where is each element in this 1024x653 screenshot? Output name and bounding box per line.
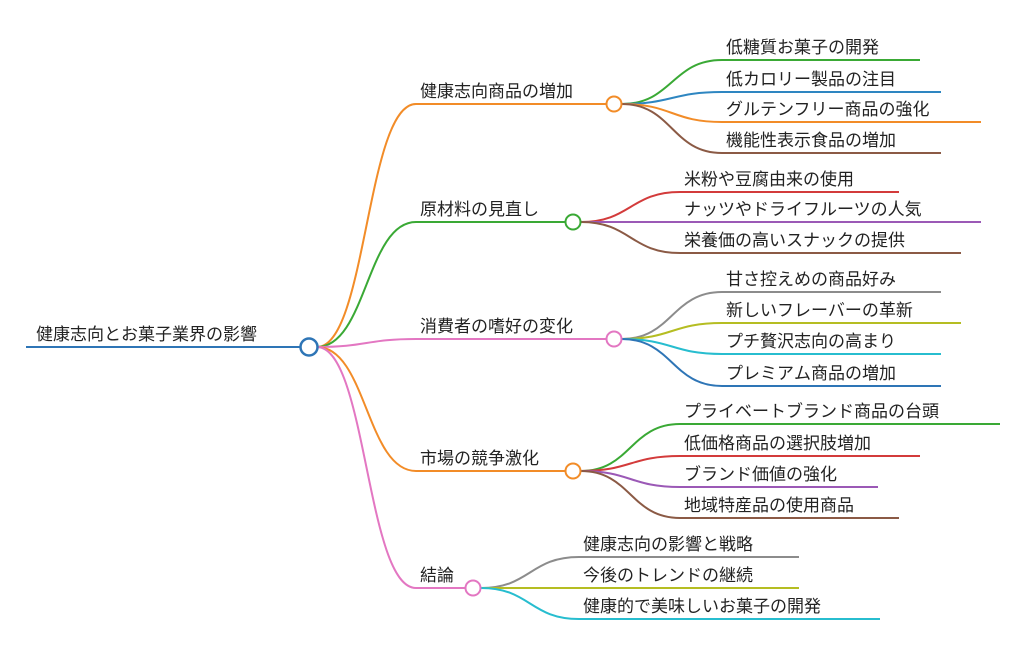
leaf-label: プライベートブランド商品の台頭	[684, 401, 939, 422]
branch-connector	[580, 455, 681, 472]
leaf-label: プレミアム商品の増加	[726, 364, 896, 384]
leaf-label: プチ贅沢志向の高まり	[726, 332, 896, 352]
leaf-label: ブランド価値の強化	[684, 464, 837, 485]
leaf-label: 栄養価の高いスナックの提供	[684, 231, 905, 251]
branch-label: 市場の競争激化	[420, 449, 539, 469]
branch-connector	[621, 291, 723, 340]
connector-layer	[316, 59, 723, 620]
branch-connector	[580, 221, 681, 254]
leaf-label: 地域特産品の使用商品	[684, 495, 854, 516]
leaf-label: 低価格商品の選択肢増加	[684, 434, 871, 454]
leaf-label: 甘さ控えめの商品好み	[726, 270, 896, 290]
root-connector	[316, 103, 417, 348]
branch-node	[464, 579, 482, 597]
branch-node	[605, 95, 623, 113]
leaf-label: 低カロリー製品の注目	[726, 70, 896, 90]
branch-connector	[621, 103, 723, 154]
branch-node	[605, 330, 623, 348]
branch-label: 健康志向商品の増加	[420, 82, 573, 102]
underline-layer	[26, 59, 1000, 620]
label-layer: 健康志向とお菓子業界の影響 健康志向商品の増加 低糖質お菓子の開発低カロリー製品の注…	[36, 38, 939, 617]
branch-node	[564, 213, 582, 231]
branch-label: 結論	[420, 566, 454, 586]
branch-label: 原材料の見直し	[420, 200, 539, 220]
branch-connector	[480, 587, 580, 620]
branch-label: 消費者の嗜好の変化	[420, 317, 573, 337]
branch-connector	[580, 470, 681, 519]
branch-node	[564, 462, 582, 480]
root-label: 健康志向とお菓子業界の影響	[36, 325, 257, 345]
leaf-label: 健康的で美味しいお菓子の開発	[583, 597, 821, 617]
branch-connector	[580, 191, 681, 223]
leaf-label: グルテンフリー商品の強化	[726, 100, 930, 120]
branch-connector	[621, 59, 723, 105]
leaf-label: ナッツやドライフルーツの人気	[684, 200, 922, 220]
leaf-label: 今後のトレンドの継続	[583, 566, 753, 586]
branch-connector	[480, 556, 580, 589]
root-connector	[316, 221, 417, 348]
root-connector	[316, 346, 417, 589]
branch-connector	[580, 423, 681, 472]
branch-connector	[621, 338, 723, 387]
leaf-label: 低糖質お菓子の開発	[726, 38, 879, 58]
leaf-label: 米粉や豆腐由来の使用	[684, 169, 854, 190]
leaf-label: 新しいフレーバーの革新	[726, 301, 913, 321]
root-connector	[316, 338, 417, 348]
root-node	[299, 337, 319, 357]
leaf-label: 健康志向の影響と戦略	[583, 535, 753, 555]
branch-connector	[621, 322, 723, 340]
leaf-label: 機能性表示食品の増加	[726, 131, 896, 151]
node-layer	[299, 95, 623, 597]
root-connector	[316, 346, 417, 472]
